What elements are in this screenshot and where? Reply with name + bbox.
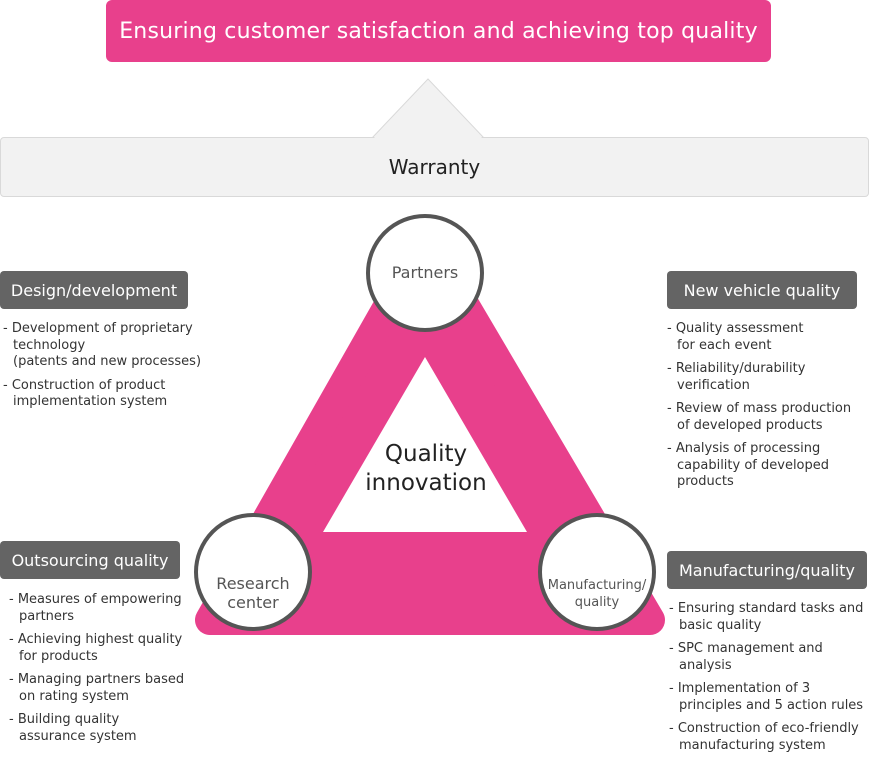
- design-development-tag: Design/development: [0, 271, 188, 309]
- manufacturing-text: Manufacturing/ quality: [547, 578, 647, 610]
- design-development-list: - Development of proprietary technology …: [3, 321, 203, 418]
- list-item: - Ensuring standard tasks and basic qual…: [669, 601, 864, 633]
- new-vehicle-quality-title: New vehicle quality: [683, 280, 841, 300]
- research-center-node: [194, 513, 312, 631]
- design-development-title: Design/development: [10, 280, 178, 300]
- goal-banner: Ensuring customer satisfaction and achie…: [106, 0, 771, 62]
- research-center-node-label: Research center: [196, 555, 310, 612]
- list-item: - Construction of eco-friendly manufactu…: [669, 721, 859, 753]
- outsourcing-quality-list: - Measures of empowering partners - Achi…: [9, 592, 199, 752]
- goal-banner-text: Ensuring customer satisfaction and achie…: [119, 18, 758, 44]
- partners-text: Partners: [391, 263, 459, 282]
- new-vehicle-quality-tag: New vehicle quality: [667, 271, 857, 309]
- center-label-line2: innovation: [365, 470, 487, 496]
- manufacturing-node: [538, 513, 656, 631]
- list-item: - Construction of product implementation…: [3, 377, 168, 410]
- new-vehicle-quality-list: - Quality assessment for each event - Re…: [667, 321, 867, 498]
- warranty-label: Warranty: [388, 155, 481, 179]
- list-item: - Review of mass production of developed…: [667, 401, 852, 433]
- list-item: - Building quality assurance system: [9, 712, 137, 744]
- manufacturing-node-label: Manufacturing/ quality: [536, 560, 658, 611]
- inner-triangle: [323, 357, 527, 532]
- center-label: Quality innovation: [350, 440, 502, 498]
- list-item: - Managing partners based on rating syst…: [9, 672, 185, 704]
- center-label-line1: Quality: [384, 441, 468, 467]
- list-item: - Analysis of processing capability of d…: [667, 441, 830, 489]
- manufacturing-quality-title: Manufacturing/quality: [679, 560, 855, 580]
- list-item: - Achieving highest quality for products: [9, 632, 183, 664]
- list-item: - Implementation of 3 principles and 5 a…: [669, 681, 864, 713]
- manufacturing-quality-list: - Ensuring standard tasks and basic qual…: [669, 601, 869, 761]
- outsourcing-quality-title: Outsourcing quality: [11, 550, 169, 570]
- list-item: - Measures of empowering partners: [9, 592, 182, 624]
- partners-node-label: Partners: [368, 263, 482, 282]
- list-item: - Reliability/durability verification: [667, 361, 806, 393]
- list-item: - Quality assessment for each event: [667, 321, 804, 353]
- list-item: - SPC management and analysis: [669, 641, 823, 673]
- list-item: - Development of proprietary technology …: [3, 321, 202, 369]
- research-center-text: Research center: [216, 574, 290, 612]
- manufacturing-quality-tag: Manufacturing/quality: [667, 551, 867, 589]
- arrow-seam-cover: [373, 81, 483, 139]
- partners-node: [366, 214, 484, 332]
- outsourcing-quality-tag: Outsourcing quality: [0, 541, 180, 579]
